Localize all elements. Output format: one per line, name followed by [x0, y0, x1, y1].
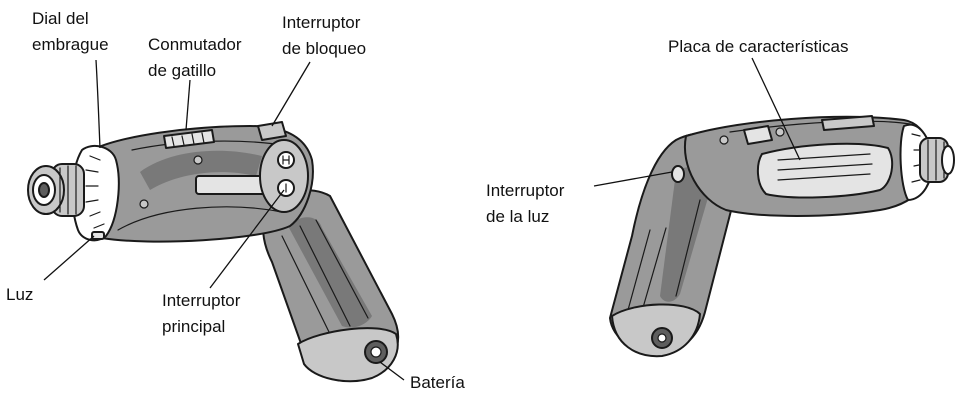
- left-tool-illustration: [28, 122, 398, 381]
- label-light: Luz: [6, 285, 33, 304]
- label-trigger-switch: Conmutador de gatillo: [148, 35, 246, 80]
- label-light-switch-line-1: Interruptor: [486, 181, 565, 200]
- label-light-line-1: Luz: [6, 285, 33, 304]
- leader-trigger-switch: [186, 80, 190, 130]
- label-nameplate: Placa de características: [668, 37, 848, 56]
- label-lock-switch-line-2: de bloqueo: [282, 39, 366, 58]
- label-main-switch-line-1: Interruptor: [162, 291, 241, 310]
- label-lock-switch: Interruptor de bloqueo: [282, 13, 366, 58]
- label-main-switch-line-2: principal: [162, 317, 225, 336]
- label-battery: Batería: [410, 373, 465, 392]
- label-light-switch: Interruptor de la luz: [486, 181, 569, 226]
- label-clutch-dial-line-2: embrague: [32, 35, 109, 54]
- leader-clutch-dial: [96, 60, 100, 148]
- right-tool-illustration: [610, 116, 954, 356]
- label-lock-switch-line-1: Interruptor: [282, 13, 361, 32]
- leader-lock-switch: [272, 62, 310, 126]
- leader-light: [44, 236, 94, 280]
- label-clutch-dial: Dial del embrague: [32, 9, 109, 54]
- label-clutch-dial-line-1: Dial del: [32, 9, 89, 28]
- label-main-switch: Interruptor principal: [162, 291, 245, 336]
- label-trigger-switch-line-1: Conmutador: [148, 35, 242, 54]
- label-battery-line-1: Batería: [410, 373, 465, 392]
- label-trigger-switch-line-2: de gatillo: [148, 61, 216, 80]
- label-light-switch-line-2: de la luz: [486, 207, 549, 226]
- label-nameplate-line-1: Placa de características: [668, 37, 848, 56]
